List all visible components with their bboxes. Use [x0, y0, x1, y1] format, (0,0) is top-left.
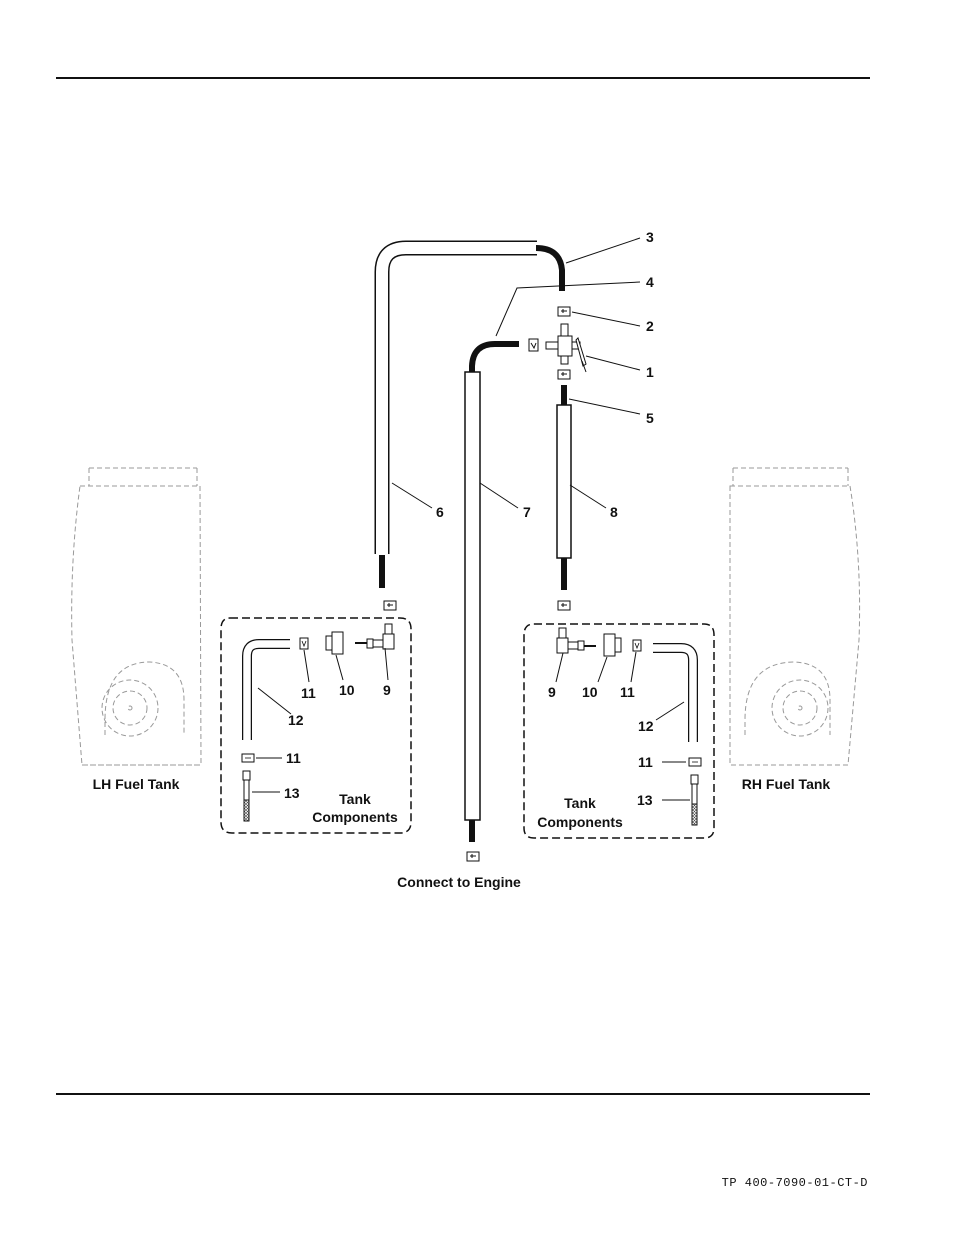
rh-callout-10: 10 — [582, 684, 598, 700]
callout-7: 7 — [523, 504, 531, 520]
lh-callout-12: 12 — [288, 712, 304, 728]
callout-4: 4 — [646, 274, 654, 290]
callout-numbers: 3 4 2 1 5 6 7 8 11 10 9 12 11 13 9 10 11… — [284, 229, 654, 808]
rh-fuel-tank — [729, 467, 861, 766]
rh-fuel-tank-label: RH Fuel Tank — [742, 776, 831, 792]
fuel-hose-6 — [374, 240, 565, 588]
rh-callout-11-lower: 11 — [638, 754, 653, 770]
lh-fuel-tank-label: LH Fuel Tank — [93, 776, 180, 792]
rh-callout-9: 9 — [548, 684, 556, 700]
fuel-valve-icon — [545, 323, 587, 373]
callout-1: 1 — [646, 364, 654, 380]
rh-callout-12: 12 — [638, 718, 654, 734]
top-rule — [56, 77, 870, 79]
lh-tank-components-label-line2: Components — [312, 809, 398, 825]
bottom-rule — [56, 1093, 870, 1095]
lh-tank-components-label-line1: Tank — [339, 791, 371, 807]
rh-tank-components-label-line1: Tank — [564, 795, 596, 811]
leader-lines — [391, 237, 641, 509]
lh-callout-10: 10 — [339, 682, 355, 698]
callout-8: 8 — [610, 504, 618, 520]
rh-callout-13: 13 — [637, 792, 653, 808]
rh-callout-11: 11 — [620, 684, 635, 700]
lh-callout-11-lower: 11 — [286, 750, 301, 766]
diagram-labels: LH Fuel Tank RH Fuel Tank Tank Component… — [93, 776, 831, 890]
fuel-hose-7 — [464, 341, 519, 842]
callout-2: 2 — [646, 318, 654, 334]
lh-fuel-tank — [71, 467, 202, 766]
connect-to-engine-label: Connect to Engine — [397, 874, 521, 890]
rh-tank-components-box — [523, 623, 715, 839]
rh-tank-components-label-line2: Components — [537, 814, 623, 830]
hose-clamp-icons — [383, 306, 571, 862]
document-code: TP 400-7090-01-CT-D — [721, 1176, 868, 1190]
callout-6: 6 — [436, 504, 444, 520]
fuel-hose-8 — [556, 385, 572, 590]
lh-callout-9: 9 — [383, 682, 391, 698]
lh-callout-13: 13 — [284, 785, 300, 801]
callout-3: 3 — [646, 229, 654, 245]
lh-tank-components-box — [220, 617, 412, 834]
callout-5: 5 — [646, 410, 654, 426]
lh-callout-11: 11 — [301, 685, 316, 701]
